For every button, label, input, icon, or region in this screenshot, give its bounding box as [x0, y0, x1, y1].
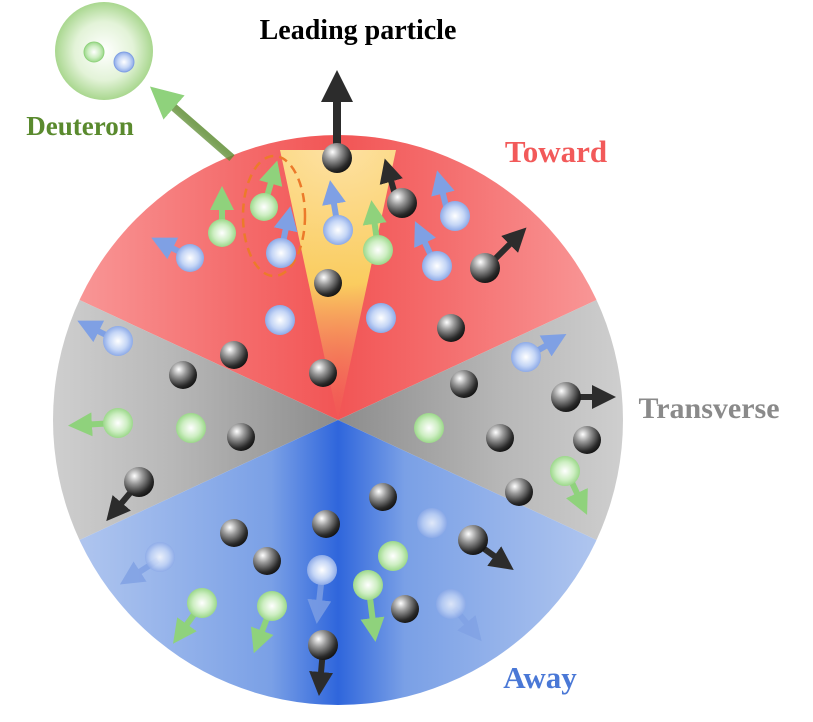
hadron [220, 519, 248, 547]
hadron [573, 426, 601, 454]
hadron [551, 382, 581, 412]
hadron [169, 361, 197, 389]
neutron [378, 541, 408, 571]
proton [436, 589, 466, 619]
proton [103, 326, 133, 356]
deuteron-neutron [83, 41, 105, 63]
transverse-label: Transverse [638, 392, 779, 425]
proton [265, 305, 295, 335]
neutron [257, 591, 287, 621]
transverse-right-region [338, 265, 623, 575]
neutron [208, 219, 236, 247]
hadron [486, 424, 514, 452]
proton [440, 201, 470, 231]
deuteron-arrow [149, 86, 235, 162]
transverse-left-region [53, 265, 338, 575]
proton [145, 542, 175, 572]
hadron [308, 630, 338, 660]
proton [323, 215, 353, 245]
hadron [437, 314, 465, 342]
neutron [414, 413, 444, 443]
neutron [363, 235, 393, 265]
hadron [450, 370, 478, 398]
neutron [176, 413, 206, 443]
hadron [391, 595, 419, 623]
hadron [253, 547, 281, 575]
hadron [309, 359, 337, 387]
proton [422, 251, 452, 281]
deuteron-proton [113, 51, 135, 73]
hadron [227, 423, 255, 451]
hadron [505, 478, 533, 506]
neutron [550, 456, 580, 486]
away-region [53, 420, 623, 705]
hadron [387, 188, 417, 218]
neutron [187, 588, 217, 618]
proton [366, 303, 396, 333]
particles [68, 143, 616, 696]
away-label: Away [503, 660, 577, 695]
leading-particle [322, 143, 352, 173]
leading-particle-label: Leading particle [260, 15, 457, 46]
hadron [124, 467, 154, 497]
hadron [470, 253, 500, 283]
hadron [312, 510, 340, 538]
deuteron-pair-highlight [241, 154, 307, 278]
hadron [314, 269, 342, 297]
proton [511, 342, 541, 372]
hadron [369, 483, 397, 511]
deuteron-label: Deuteron [26, 111, 134, 141]
neutron [250, 193, 278, 221]
neutron [103, 408, 133, 438]
proton [307, 555, 337, 585]
toward-label: Toward [505, 134, 607, 169]
neutron [353, 570, 383, 600]
proton [417, 508, 447, 538]
proton [176, 244, 204, 272]
hadron [458, 525, 488, 555]
hadron [220, 341, 248, 369]
proton [266, 238, 296, 268]
